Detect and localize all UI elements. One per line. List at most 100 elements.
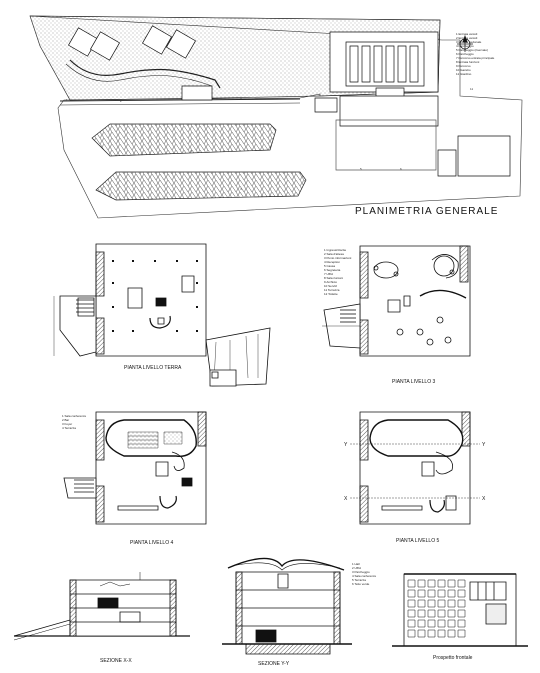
legend-item: 4 Reception: [324, 260, 341, 264]
elevation-window: [418, 590, 425, 597]
section-yy-legend: 1 Hall 2 Uffici 3 Parcheggio 4 Sala conf…: [352, 562, 376, 586]
legend-item: 1 Sala conferenze: [62, 414, 87, 418]
caption-level-3: PIANTA LIVELLO 3: [392, 379, 436, 385]
site-plan-title: PLANIMETRIA GENERALE: [355, 206, 499, 217]
elevation-window: [448, 580, 455, 587]
elevation-window: [458, 590, 465, 597]
elevation-window: [418, 580, 425, 587]
svg-text:Y: Y: [344, 442, 348, 448]
svg-text:1: 1: [66, 98, 68, 102]
legend-item: 8 Sala riunioni: [324, 276, 344, 280]
elevation-window: [438, 610, 445, 617]
parking-lower: [96, 172, 306, 200]
legend-item: 3 Punto informazioni: [324, 256, 352, 260]
svg-text:2: 2: [120, 99, 122, 103]
elevation-window: [408, 590, 415, 597]
legend-item: 11 Giardino: [456, 72, 472, 76]
parking-upper: [92, 124, 276, 156]
legend-item: 4 Sala conferenze: [352, 574, 377, 578]
level-4-legend: 1 Sala conferenze 2 Bar 3 Foyer 4 Terraz…: [62, 414, 86, 430]
legend-item: 7 Uffici: [324, 272, 334, 276]
elevation-window: [448, 590, 455, 597]
section-yy: [222, 558, 352, 654]
legend-item: 5 Parcheggio (riservato): [456, 48, 489, 52]
svg-text:5: 5: [360, 167, 362, 171]
elevation-window: [448, 600, 455, 607]
caption-front-elevation: Prospetto frontale: [433, 655, 473, 661]
legend-item: 1 Entrata veicoli: [456, 32, 478, 36]
side-building: [458, 136, 510, 176]
elevation-window: [458, 620, 465, 627]
elevation-window: [418, 610, 425, 617]
legend-item: 6 Segreteria: [324, 268, 341, 272]
svg-text:Y: Y: [482, 442, 486, 448]
legend-item: 1 Hall: [352, 562, 360, 566]
legend-item: 1 Ingressi/Uscite: [324, 248, 347, 252]
legend-item: 10 Gazebo: [456, 68, 471, 72]
elevation-window: [408, 580, 415, 587]
elevation-window: [428, 620, 435, 627]
svg-text:X: X: [482, 496, 486, 502]
elevation-window: [428, 630, 435, 637]
elevation-window: [408, 600, 415, 607]
legend-item: 4 Parcheggio: [456, 44, 474, 48]
entry-ramp: [60, 296, 96, 356]
caption-section-yy: SEZIONE Y-Y: [258, 661, 290, 667]
plan-level-3: [322, 246, 470, 356]
plan-level-4: [64, 412, 206, 524]
elevation-windows: [408, 580, 465, 637]
annex-building: [206, 328, 270, 386]
legend-item: 11 Terrazza: [324, 288, 340, 292]
elevation-window: [458, 630, 465, 637]
legend-item: 2 Uffici: [352, 566, 362, 570]
elevation-window: [438, 580, 445, 587]
legend-item: 6 Tetto verde: [352, 582, 370, 586]
svg-text:11: 11: [470, 87, 473, 91]
svg-text:4: 4: [190, 149, 192, 153]
elevation-window: [428, 610, 435, 617]
legend-item: 2 Entrata veicoli: [456, 36, 478, 40]
elevation-window: [408, 630, 415, 637]
section-xx: [14, 572, 190, 640]
legend-item: 6 Parcheggio: [456, 52, 474, 56]
elevation-window: [428, 580, 435, 587]
legend-item: 9 Archivio: [324, 280, 338, 284]
plan-level-5: Y Y X X: [344, 412, 486, 524]
legend-item: 7 Percorso entrata principale: [456, 56, 495, 60]
elevation-window: [448, 630, 455, 637]
legend-item: 3 Parcheggio: [352, 570, 370, 574]
main-building: [315, 32, 438, 170]
plan-ground-floor: [54, 244, 270, 386]
legend-item: 5 Cassa: [324, 264, 336, 268]
entry-building: [182, 86, 212, 100]
elevation-window: [418, 620, 425, 627]
elevation-window: [438, 590, 445, 597]
elevation-window: [418, 630, 425, 637]
legend-item: 3 Entrata pedonale: [456, 40, 482, 44]
elevation-window: [428, 600, 435, 607]
svg-text:X: X: [344, 496, 348, 502]
legend-item: 2 Bar: [62, 418, 70, 422]
garden-path: [70, 60, 220, 88]
north-arrow: [457, 36, 473, 52]
elevation-window: [448, 620, 455, 627]
svg-text:6: 6: [400, 167, 402, 171]
elevation-window: [438, 600, 445, 607]
legend-item: 3 Foyer: [62, 422, 73, 426]
elevation-window: [408, 610, 415, 617]
elevation-window: [418, 600, 425, 607]
elevation-window: [458, 600, 465, 607]
elevation-window: [458, 610, 465, 617]
elevation-window: [408, 620, 415, 627]
elevation-window: [428, 590, 435, 597]
legend-item: 2 Sala d'attesa: [324, 252, 344, 256]
elevation-window: [438, 630, 445, 637]
legend-item: 8 Entrata funzioni: [456, 60, 480, 64]
elevation-window: [458, 580, 465, 587]
caption-level-4: PIANTA LIVELLO 4: [130, 540, 174, 546]
legend-item: 5 Terrazza: [352, 578, 366, 582]
elevation-window: [448, 610, 455, 617]
legend-item: 9 Percorso: [456, 64, 471, 68]
